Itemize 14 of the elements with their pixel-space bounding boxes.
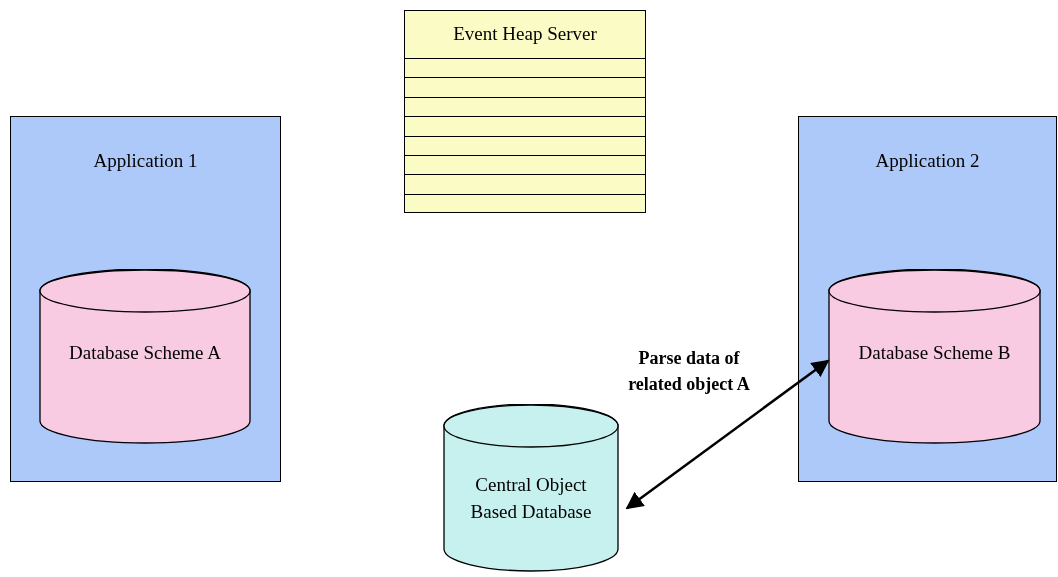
node-label: Event Heap Server — [453, 22, 597, 47]
application-panel — [10, 116, 281, 482]
database-cylinder — [828, 269, 1041, 444]
database-cylinder — [39, 269, 251, 444]
double-arrow — [625, 359, 830, 510]
database-cylinder — [443, 404, 619, 572]
application-panel — [798, 116, 1057, 482]
node-label: Database Scheme B — [857, 341, 1012, 365]
node-label: Application 2 — [875, 149, 980, 173]
edge-label: Parse data of related object A — [627, 347, 751, 396]
node-label: Central Object Based Database — [469, 473, 593, 525]
event-queue-table — [404, 10, 646, 213]
node-label: Application 1 — [93, 149, 198, 173]
node-label: Database Scheme A — [68, 341, 222, 365]
